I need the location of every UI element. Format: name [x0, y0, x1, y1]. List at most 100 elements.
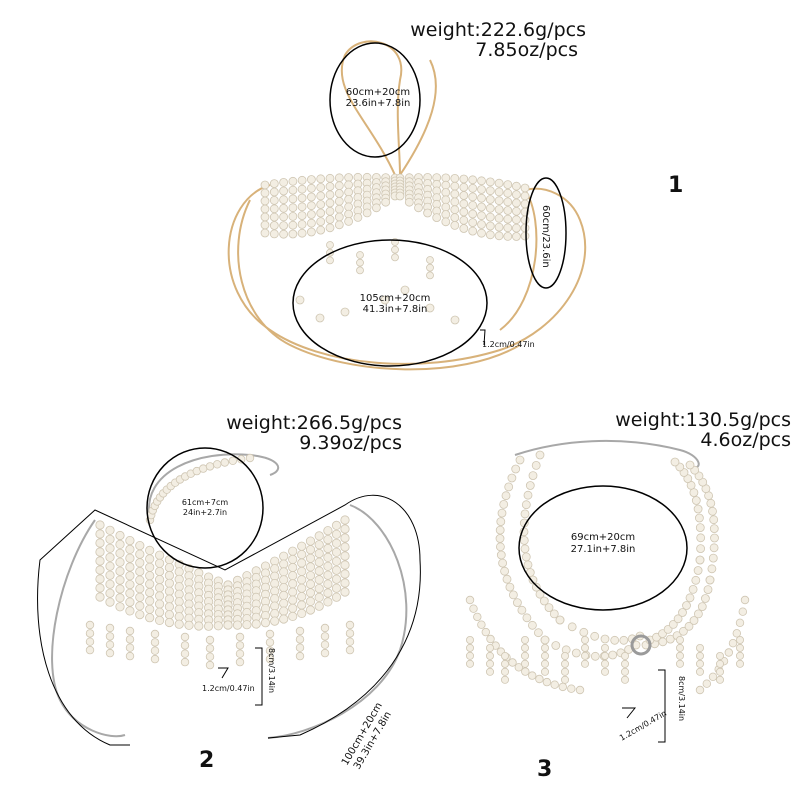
- pearl: [522, 613, 532, 623]
- pearl: [541, 644, 550, 653]
- pearl: [340, 524, 350, 534]
- p3-tassel-marker: [658, 669, 666, 743]
- pearl: [528, 620, 537, 630]
- pearl: [85, 637, 95, 646]
- pearl: [288, 595, 298, 605]
- pearl: [702, 679, 711, 688]
- pearl: [495, 525, 505, 535]
- pearl: [155, 607, 165, 617]
- pearl: [621, 667, 630, 676]
- p2-tassel-length: 8cm/3.14in: [267, 648, 276, 694]
- pearl: [485, 177, 495, 187]
- pearl: [500, 667, 509, 676]
- pearl: [521, 643, 530, 652]
- pearl: [331, 574, 342, 584]
- pearl: [696, 544, 705, 553]
- pearl: [485, 221, 495, 231]
- pearl: [95, 574, 105, 584]
- pearl: [279, 575, 289, 585]
- pearl: [709, 524, 719, 533]
- pearl: [544, 603, 554, 612]
- pearl: [571, 648, 581, 658]
- pearl: [505, 582, 515, 592]
- pearl: [469, 604, 478, 613]
- p3-pearl-marker: [622, 707, 637, 719]
- pearl: [125, 535, 135, 546]
- p1-neck-length-cm: 60cm+20cm: [345, 87, 411, 98]
- pearl: [125, 606, 135, 616]
- pearl: [708, 553, 718, 563]
- pearl: [155, 566, 165, 577]
- pearl: [441, 180, 451, 190]
- pearl: [150, 654, 160, 664]
- pearl: [519, 536, 529, 545]
- pearl: [150, 638, 160, 647]
- pearl: [269, 179, 279, 189]
- pearl: [682, 601, 691, 610]
- pearl: [297, 184, 307, 194]
- pearl: [305, 570, 316, 581]
- pearl: [316, 217, 326, 227]
- pearl: [260, 228, 270, 238]
- pearl: [135, 609, 145, 620]
- pearl: [512, 215, 521, 225]
- pearl: [391, 245, 399, 254]
- pearl: [600, 634, 610, 644]
- pearl: [316, 225, 326, 235]
- pearl: [509, 590, 518, 600]
- pearl: [499, 499, 509, 509]
- pearl: [135, 558, 145, 568]
- pearl: [297, 219, 307, 229]
- pearl: [334, 204, 344, 214]
- pearl: [235, 649, 245, 658]
- pearl: [590, 651, 600, 661]
- p1-body-chain-outer: [227, 184, 587, 365]
- pearl: [696, 659, 705, 668]
- pearl: [340, 578, 350, 588]
- pearl: [485, 212, 495, 222]
- pearl: [738, 607, 747, 616]
- pearl: [265, 646, 275, 655]
- pearl: [85, 629, 95, 638]
- pearl: [534, 628, 543, 638]
- pearl: [115, 548, 125, 558]
- pearl: [135, 592, 145, 602]
- pearl: [503, 231, 513, 241]
- p1-body-length-in: 41.3in+7.8in: [362, 304, 428, 315]
- p1-body-chain-side: [499, 189, 538, 331]
- pearl: [295, 295, 305, 305]
- pearl: [260, 204, 270, 214]
- pearl: [693, 504, 703, 514]
- pearl: [135, 601, 145, 611]
- pearl: [297, 600, 307, 610]
- pearl: [340, 560, 350, 570]
- pearl: [425, 303, 435, 313]
- pearl: [331, 556, 342, 566]
- pearl: [697, 602, 707, 611]
- pearl: [676, 643, 685, 652]
- pearl: [728, 639, 738, 648]
- pearl: [500, 652, 509, 661]
- pearl: [362, 208, 372, 218]
- p1-neck-length-in: 23.6in+7.8in: [345, 98, 411, 109]
- pearl: [555, 615, 565, 625]
- pearl: [459, 207, 469, 217]
- pearl: [164, 602, 174, 612]
- pearl: [477, 193, 486, 203]
- pearl: [465, 636, 474, 645]
- pearl: [485, 230, 495, 240]
- pearl: [269, 229, 279, 239]
- pearl: [232, 620, 243, 630]
- pearl: [531, 460, 541, 470]
- pearl: [325, 182, 335, 191]
- pearl: [520, 183, 530, 193]
- pearl: [468, 209, 478, 219]
- pearl: [95, 547, 105, 557]
- pearl: [707, 564, 717, 574]
- pearl: [260, 196, 270, 206]
- pearl: [279, 221, 289, 231]
- pearl: [135, 549, 145, 559]
- p1-side-measure: [525, 177, 567, 289]
- pearl: [708, 672, 718, 681]
- pearl: [95, 538, 105, 548]
